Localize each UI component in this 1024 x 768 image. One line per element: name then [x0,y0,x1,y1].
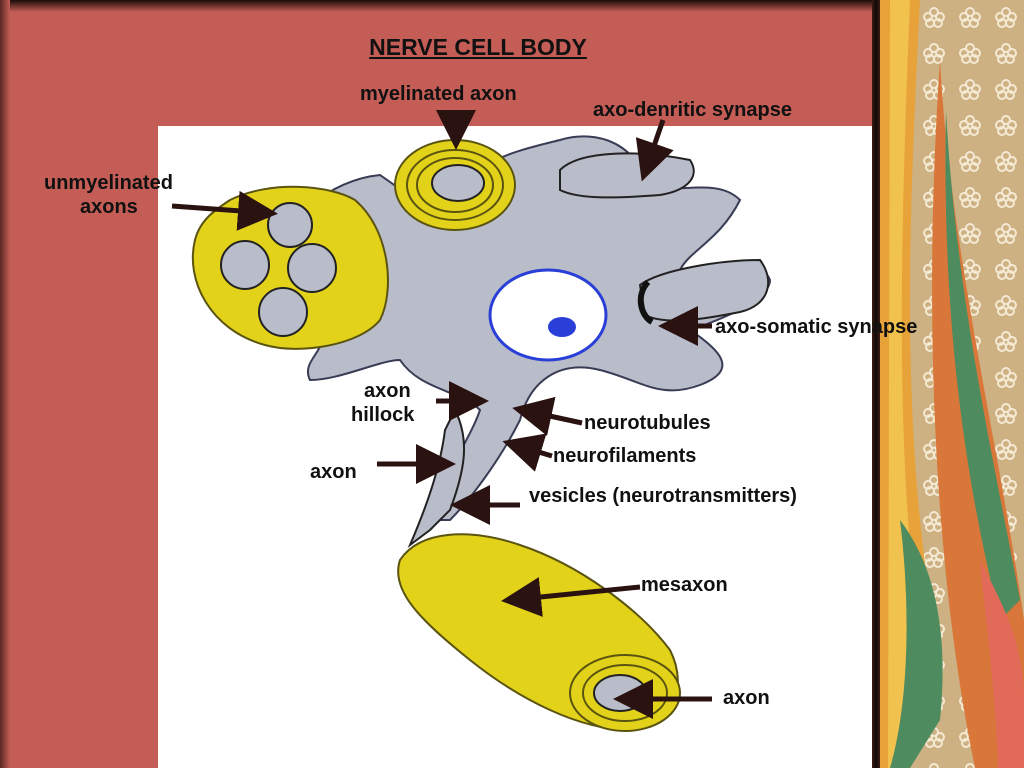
top-shade [0,0,880,12]
label-myelinated-axon: myelinated axon [360,83,517,105]
decorative-side-panel [880,0,1024,768]
nucleolus [548,317,576,337]
arrow-unmyelinated [171,190,278,231]
label-axon-bottom: axon [723,687,770,709]
arrow-axo-dendritic [635,119,674,182]
page-title: NERVE CELL BODY [369,34,587,60]
divider [872,0,880,768]
label-vesicles: vesicles (neurotransmitters) [529,485,797,507]
label-axo-dendritic-synapse: axo-denritic synapse [593,99,792,121]
arrow-neurofilaments [502,433,553,472]
axon-shaft [407,407,465,549]
label-axon-hillock-line1: axon [364,380,411,402]
label-neurofilaments: neurofilaments [553,445,697,467]
label-neurotubules: neurotubules [584,412,711,434]
axon-cross-section [593,674,647,712]
label-mesaxon: mesaxon [641,574,728,596]
label-unmyelinated-line1: unmyelinated [44,172,173,194]
label-axon-hillock-line2: hillock [351,404,415,426]
left-shade [0,0,10,768]
axo-dendritic-terminal [559,152,695,199]
nucleus [488,268,608,362]
arrow-mesaxon [501,577,641,617]
label-unmyelinated-line2: axons [80,196,138,218]
label-axo-somatic-synapse: axo-somatic synapse [715,316,918,338]
label-axon: axon [310,461,357,483]
arrow-neurotubules [512,396,583,436]
